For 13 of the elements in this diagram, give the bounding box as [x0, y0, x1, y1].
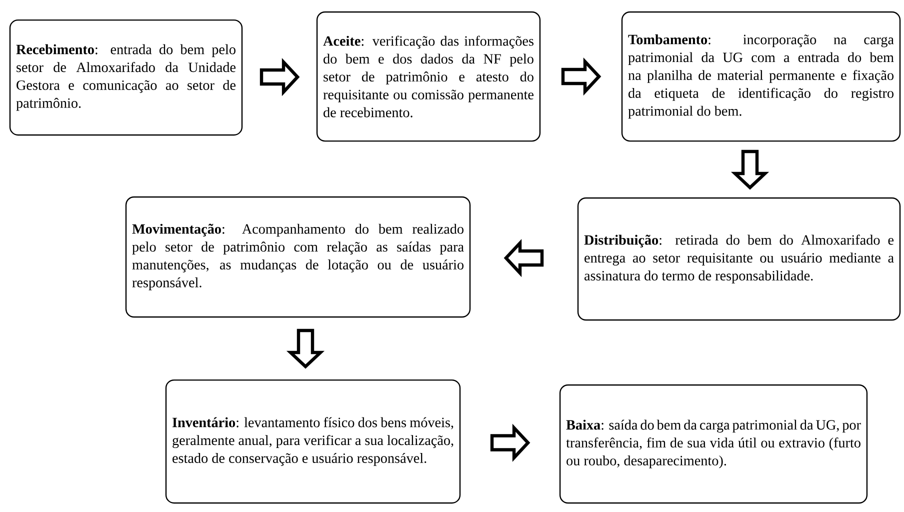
- block-arrow: [260, 58, 300, 96]
- process-box: Aceite: verificação das informações do bem e dos dados da NF pelo setor de patrimônio e atesto do requisitante ou comissão permanente de recebimento.: [316, 11, 541, 142]
- process-box: Inventário: levantamento físico dos bens móveis, geralmente anual, para verificar a sua localização, estado de conservação e usuário responsável.: [165, 379, 461, 504]
- process-box: Baixa: saída do bem da carga patrimonial da UG, por transferência, fim de sua vida útil ou extravio (furto ou roubo, desaparecimento).: [559, 384, 868, 504]
- process-box: Movimentação: Acompanhamento do bem realizado pelo setor de patrimônio com relação as saídas para manutenções, as mudanças de lotação ou de usuário responsável.: [125, 196, 471, 318]
- block-arrow: [286, 328, 325, 369]
- block-arrow: [561, 57, 602, 96]
- process-box: Distribuição: retirada do bem do Almoxarifado e entrega ao setor requisitante ou usuário mediante a assinatura do termo de responsabilidade.: [577, 197, 901, 321]
- process-box: Tombamento: incorporação na carga patrimonial da UG com a entrada do bem na planilha de material permanente e fixação da etiqueta de identificação do registro patrimonial do bem.: [621, 11, 901, 142]
- block-arrow: [730, 150, 770, 190]
- block-arrow: [504, 238, 544, 278]
- process-box: Recebimento: entrada do bem pelo setor de Almoxarifado da Unidade Gestora e comunicação ao setor de patrimônio.: [9, 19, 243, 136]
- block-arrow: [490, 424, 530, 462]
